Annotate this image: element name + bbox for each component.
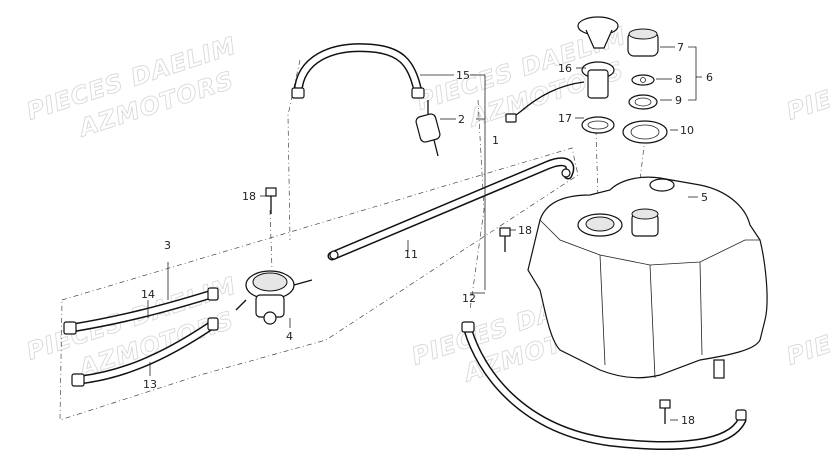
watermark: PIE	[783, 84, 831, 126]
watermark-line1: PIE	[783, 85, 831, 126]
fuel-filter	[415, 100, 441, 157]
cap-leader	[639, 137, 646, 181]
callout-9: 9	[675, 94, 682, 107]
watermark: PIE	[783, 329, 831, 371]
breather-tube	[291, 43, 425, 99]
callout-2: 2	[458, 113, 465, 126]
watermark: PIECES DAELIM AZMOTORS	[23, 31, 240, 143]
callout-5: 5	[701, 191, 708, 204]
callout-18: 18	[518, 224, 532, 237]
callout-8: 8	[675, 73, 682, 86]
callout-14: 14	[141, 288, 155, 301]
callout-4: 4	[286, 330, 293, 343]
callout-11: 11	[404, 248, 418, 261]
vacuum-tube	[71, 317, 219, 387]
bolt	[659, 399, 671, 424]
group-outlines	[59, 59, 646, 421]
fuel-gauge-unit	[505, 61, 615, 123]
callout-12: 12	[462, 292, 476, 305]
breather-leader	[287, 59, 301, 241]
callout-18: 18	[681, 414, 695, 427]
callout-10: 10	[680, 124, 694, 137]
bolt	[499, 227, 511, 252]
callout-13: 13	[143, 378, 157, 391]
fuel-tank	[527, 176, 768, 379]
bolt-leader	[269, 209, 273, 271]
bolt	[265, 187, 277, 214]
callout-7: 7	[677, 41, 684, 54]
fuel-tube	[327, 157, 575, 261]
callout-3: 3	[164, 239, 171, 252]
callout-15: 15	[456, 69, 470, 82]
fuel-cock-group-outline	[59, 147, 579, 421]
leader-lines	[147, 46, 702, 421]
fuel-tube-short	[63, 287, 219, 335]
callout-6: 6	[706, 71, 713, 84]
callout-18: 18	[242, 190, 256, 203]
fuel-cock	[235, 270, 313, 325]
fuel-cap-assembly	[577, 16, 668, 144]
callout-16: 16	[558, 62, 572, 75]
callout-17: 17	[558, 112, 572, 125]
gauge-packing	[581, 116, 615, 134]
line-leader	[469, 99, 485, 311]
callouts: 1 2 3 4 5 6 7 8 9 10 11 12 13 14 15 16 1…	[141, 41, 713, 427]
gauge-leader	[595, 129, 599, 201]
callout-1: 1	[492, 134, 499, 147]
watermark-line1: PIE	[783, 330, 831, 371]
drain-tube	[461, 321, 747, 450]
